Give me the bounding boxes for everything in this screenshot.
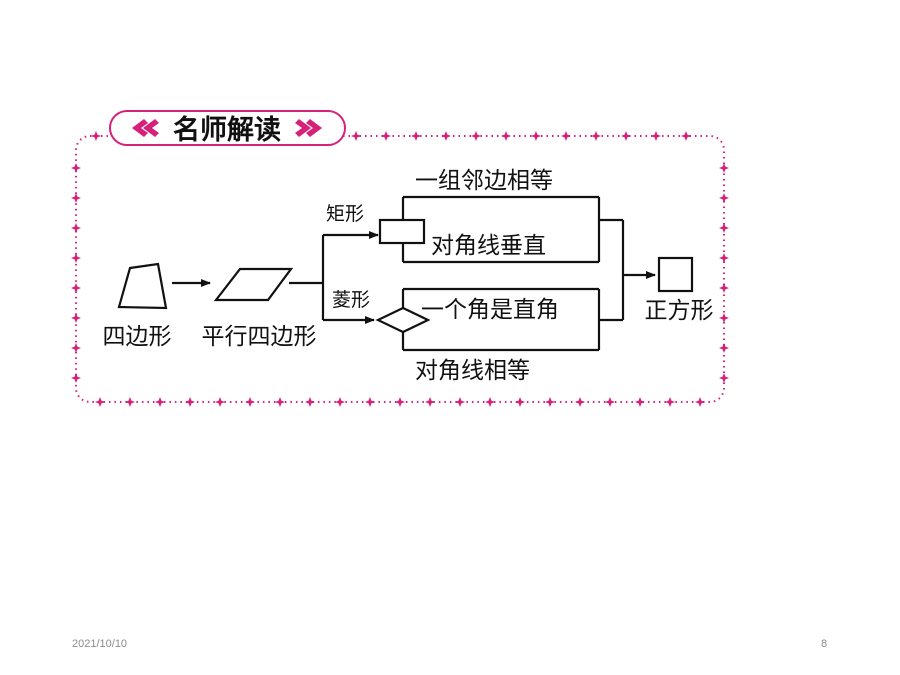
sparkle-icon <box>719 253 729 263</box>
sparkle-icon <box>91 131 101 141</box>
sparkle-icon <box>381 131 391 141</box>
square-shape <box>657 256 694 293</box>
sparkle-icon <box>365 397 375 407</box>
condition-adjacent-sides-equal: 一组邻边相等 <box>415 168 553 194</box>
label-quadrilateral: 四边形 <box>103 324 172 350</box>
sparkle-icon <box>71 313 81 323</box>
sparkle-icon <box>71 343 81 353</box>
sparkle-icon <box>71 373 81 383</box>
footer-date: 2021/10/10 <box>72 638 128 650</box>
header-tab: 名师解读 <box>109 110 346 146</box>
sparkle-icon <box>71 253 81 263</box>
sparkle-icon <box>71 223 81 233</box>
sparkle-icon <box>215 397 225 407</box>
sparkle-icon <box>441 131 451 141</box>
condition-diagonals-equal: 对角线相等 <box>415 358 530 384</box>
sparkle-icon <box>501 131 511 141</box>
merge-connector <box>599 218 656 322</box>
fork-connector <box>289 231 379 324</box>
chevron-right-icon <box>295 119 322 137</box>
header-title: 名师解读 <box>173 114 281 146</box>
sparkle-icon <box>719 373 729 383</box>
sparkle-icon <box>719 313 729 323</box>
label-parallelogram: 平行四边形 <box>202 324 317 350</box>
rhombus-bracket <box>401 287 601 352</box>
sparkle-icon <box>411 131 421 141</box>
label-rectangle: 矩形 <box>326 203 364 225</box>
parallelogram-shape <box>213 267 294 302</box>
sparkle-icon <box>155 397 165 407</box>
rectangle-bracket <box>401 195 601 264</box>
sparkle-icon <box>125 397 135 407</box>
frame-sparkles <box>71 131 729 407</box>
sparkle-icon <box>591 131 601 141</box>
sparkle-icon <box>351 131 361 141</box>
label-square: 正方形 <box>645 298 714 324</box>
sparkle-icon <box>621 131 631 141</box>
rhombus-icon <box>375 306 431 334</box>
sparkle-icon <box>651 131 661 141</box>
sparkle-icon <box>185 397 195 407</box>
sparkle-icon <box>485 397 495 407</box>
label-rhombus: 菱形 <box>332 289 370 311</box>
sparkle-icon <box>719 163 729 173</box>
sparkle-icon <box>275 397 285 407</box>
sparkle-icon <box>71 193 81 203</box>
sparkle-icon <box>425 397 435 407</box>
sparkle-icon <box>681 131 691 141</box>
quadrilateral-shape <box>117 262 168 310</box>
sparkle-icon <box>695 397 705 407</box>
sparkle-icon <box>665 397 675 407</box>
sparkle-icon <box>531 131 541 141</box>
condition-diagonals-perpendicular: 对角线垂直 <box>431 233 546 259</box>
sparkle-icon <box>305 397 315 407</box>
sparkle-icon <box>395 397 405 407</box>
sparkle-icon <box>545 397 555 407</box>
sparkle-icon <box>605 397 615 407</box>
rectangle-icon <box>378 218 426 245</box>
sparkle-icon <box>561 131 571 141</box>
sparkle-icon <box>515 397 525 407</box>
sparkle-icon <box>95 397 105 407</box>
footer-page-number: 8 <box>821 638 828 650</box>
sparkle-icon <box>719 283 729 293</box>
sparkle-icon <box>719 193 729 203</box>
sparkle-icon <box>71 283 81 293</box>
frame-border <box>75 135 725 403</box>
sparkle-icon <box>575 397 585 407</box>
sparkle-icon <box>719 223 729 233</box>
sparkle-icon <box>245 397 255 407</box>
sparkle-icon <box>455 397 465 407</box>
sparkle-icon <box>719 343 729 353</box>
sparkle-icon <box>71 163 81 173</box>
sparkle-icon <box>635 397 645 407</box>
sparkle-icon <box>335 397 345 407</box>
sparkle-icon <box>471 131 481 141</box>
chevron-left-icon <box>132 119 159 137</box>
condition-one-right-angle: 一个角是直角 <box>421 297 559 323</box>
